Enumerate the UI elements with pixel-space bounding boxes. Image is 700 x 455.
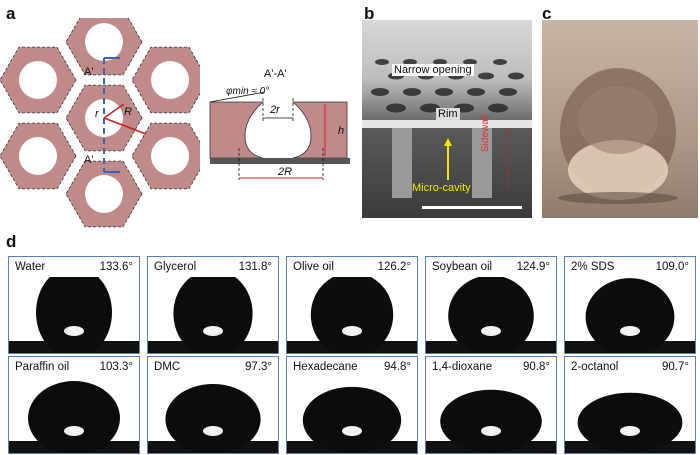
contact-angle-value: 90.7° (662, 361, 689, 373)
contact-angle-value: 131.8° (238, 261, 272, 273)
section-label-bottom: A' (84, 154, 94, 166)
r-label: r (95, 108, 99, 120)
contact-angle-value: 97.3° (245, 361, 272, 373)
substrate (210, 158, 350, 164)
hexagon-hole (151, 137, 189, 175)
droplet-highlight (203, 326, 223, 336)
droplet-highlight (342, 426, 362, 436)
left-pillar (209, 101, 265, 159)
droplet-cell: 2-octanol 90.7° (564, 356, 696, 454)
panel-c-letter: c (542, 4, 552, 23)
hexagon-hole (151, 61, 189, 99)
droplet (173, 269, 253, 353)
contact-angle-value: 126.2° (377, 261, 411, 273)
droplet-photo (542, 20, 698, 218)
droplet-cell: DMC 97.3° (147, 356, 279, 454)
droplet (28, 381, 120, 453)
droplet-image (426, 357, 556, 453)
droplet-cell: Water 133.6° (8, 256, 140, 354)
right-pillar (291, 101, 348, 159)
section-label-top: A' (84, 66, 94, 78)
contact-angle-value: 90.8° (523, 361, 550, 373)
droplet (302, 386, 402, 453)
droplet-cell: Soybean oil 124.9° (425, 256, 557, 354)
droplet-photo-art (558, 68, 678, 204)
hexagon-cells (0, 18, 200, 228)
droplet (577, 392, 683, 453)
droplet-image (148, 357, 278, 453)
contact-angle-value: 94.8° (384, 361, 411, 373)
droplet-cell: Olive oil 126.2° (286, 256, 418, 354)
liquid-name: Soybean oil (432, 261, 493, 273)
droplet-highlight (620, 426, 640, 436)
micro-cavity-label: Micro-cavity (412, 182, 471, 194)
hexagon-hole (85, 23, 123, 61)
sem-texture (362, 59, 532, 209)
narrow-opening-label: Narrow opening (392, 64, 474, 76)
hexagon-schematic (0, 18, 200, 228)
two-r-label: 2r (270, 104, 280, 116)
droplet-highlight (620, 326, 640, 336)
droplet-highlight (203, 426, 223, 436)
droplet-cell: Hexadecane 94.8° (286, 356, 418, 454)
hexagon-hole (85, 175, 123, 213)
contact-angle-value: 133.6° (99, 261, 133, 273)
h-label: h (338, 125, 345, 137)
R-radius-line (103, 117, 147, 135)
hexagon-hole (19, 137, 57, 175)
droplet (310, 272, 394, 353)
liquid-name: Glycerol (154, 261, 197, 273)
droplet-highlight (481, 326, 501, 336)
droplet-image (287, 357, 417, 453)
liquid-name: Water (15, 261, 46, 273)
droplet-image (148, 257, 278, 353)
phi-label: φmin ≈ 0° (226, 86, 270, 97)
droplet-cell: 1,4-dioxane 90.8° (425, 356, 557, 454)
liquid-name: Paraffin oil (15, 361, 70, 373)
liquid-name: 1,4-dioxane (432, 361, 493, 373)
liquid-name: Hexadecane (293, 361, 358, 373)
droplet (448, 275, 534, 353)
droplet (585, 278, 675, 353)
hexagon-hole (19, 61, 57, 99)
droplet (440, 389, 542, 453)
droplet-image (9, 357, 139, 453)
panel-b-letter: b (364, 4, 375, 23)
droplet (165, 383, 261, 453)
droplet-highlight (342, 326, 362, 336)
cross-section-diagram (209, 91, 350, 180)
rim-label: Rim (436, 108, 460, 120)
droplet-highlight (64, 326, 84, 336)
droplet-highlight (64, 426, 84, 436)
panel-d-letter: d (6, 232, 17, 251)
liquid-name: 2-octanol (571, 361, 619, 373)
droplet-cell: Paraffin oil 103.3° (8, 356, 140, 454)
liquid-name: DMC (154, 361, 181, 373)
liquid-name: Olive oil (293, 261, 334, 273)
droplet-highlight (481, 426, 501, 436)
contact-angle-value: 124.9° (516, 261, 550, 273)
droplet-cell: Glycerol 131.8° (147, 256, 279, 354)
liquid-name: 2% SDS (571, 261, 615, 273)
r-radius-line (103, 103, 125, 119)
contact-angle-value: 103.3° (99, 361, 133, 373)
droplet-image (426, 257, 556, 353)
panel-a-letter: a (6, 4, 16, 23)
sem-image: Narrow opening Rim Sidewall Micro-cavity (362, 20, 532, 218)
droplet-image (565, 257, 695, 353)
two-R-label: 2R (278, 166, 293, 178)
droplet-image (287, 257, 417, 353)
R-label: R (124, 106, 132, 118)
sidewall-label: Sidewall (480, 114, 491, 152)
contact-angle-value: 109.0° (655, 261, 689, 273)
droplet (36, 266, 112, 353)
droplet-cell: 2% SDS 109.0° (564, 256, 696, 354)
droplet-image (565, 357, 695, 453)
droplet-image (9, 257, 139, 353)
cross-section-title: A'-A' (264, 68, 287, 80)
